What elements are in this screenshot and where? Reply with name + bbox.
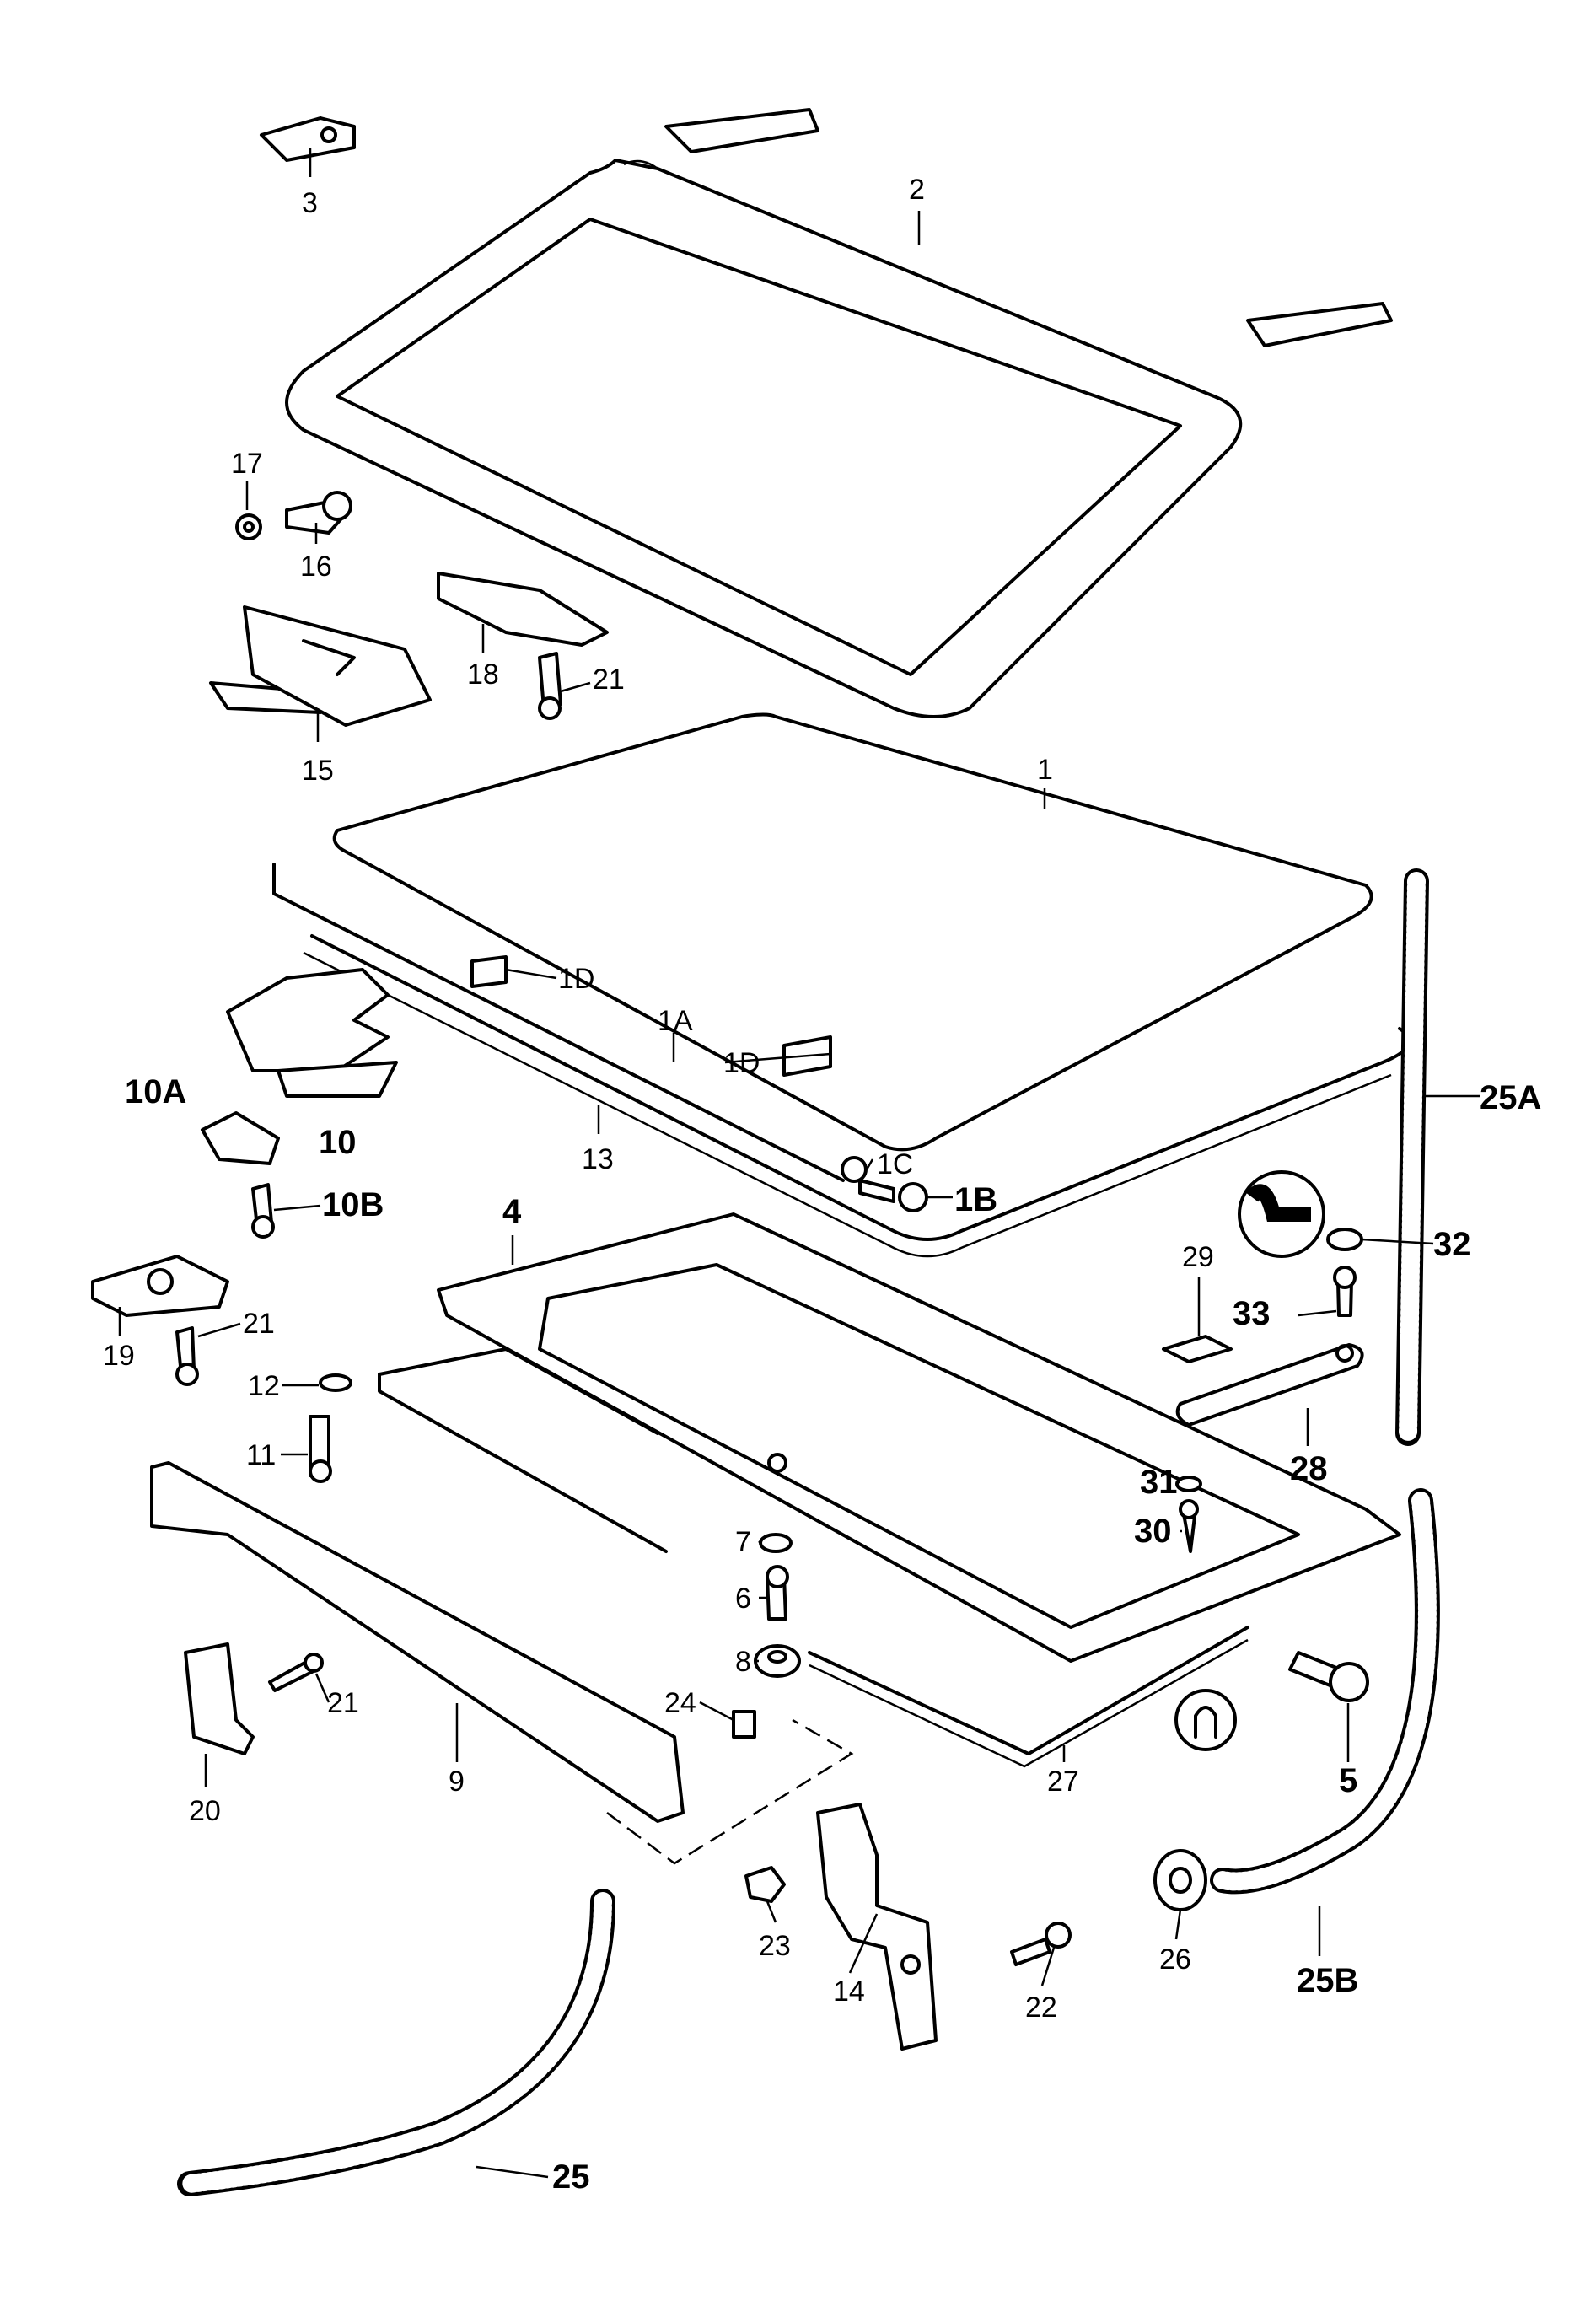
callout-14: 14 [833, 1975, 865, 2008]
callout-labels: 2 3 17 16 18 21 15 1 1D 1A 1D 10A 10 13 … [103, 174, 1541, 2196]
part-27-cable [808, 1626, 1249, 1768]
part-33-screw [1333, 1266, 1357, 1317]
callout-26: 26 [1159, 1943, 1191, 1975]
callout-17: 17 [231, 448, 263, 480]
callout-30: 30 [1134, 1513, 1172, 1550]
part-1C-washer [841, 1156, 868, 1183]
callout-1A: 1A [658, 1005, 693, 1037]
callout-25: 25 [552, 2158, 590, 2196]
callout-1D: 1D [558, 963, 594, 995]
part-26-grommet [1153, 1849, 1207, 1911]
part-21-screw [175, 1326, 199, 1386]
part-10B-screw [251, 1183, 275, 1239]
callout-28: 28 [1290, 1450, 1328, 1487]
callout-4: 4 [502, 1193, 522, 1230]
callout-9: 9 [449, 1766, 465, 1798]
part-25B-drain-hose [1210, 1488, 1440, 1895]
callout-21: 21 [327, 1687, 359, 1719]
callout-19: 19 [103, 1340, 135, 1372]
callout-10B: 10B [322, 1186, 384, 1223]
callout-3: 3 [302, 187, 318, 219]
leader-lines [118, 148, 1480, 2179]
callout-7: 7 [735, 1526, 751, 1558]
callout-27: 27 [1047, 1766, 1079, 1798]
part-23-bolt [744, 1866, 786, 1903]
callout-31: 31 [1140, 1464, 1178, 1501]
part-9-guide-rail [150, 1461, 685, 1823]
callout-32: 32 [1433, 1226, 1471, 1263]
part-4-frame [378, 1212, 1401, 1663]
callout-24: 24 [664, 1687, 696, 1719]
callout-16: 16 [300, 551, 332, 583]
callout-1C: 1C [877, 1148, 913, 1180]
callout-21: 21 [593, 664, 625, 696]
part-14-hinge [816, 1803, 938, 2051]
part-3-clip [260, 116, 356, 162]
part-21-screw [538, 652, 562, 720]
callout-23: 23 [759, 1930, 791, 1962]
part-18-handle [437, 572, 609, 647]
callout-25A: 25A [1480, 1079, 1541, 1116]
part-30-screw [1179, 1499, 1199, 1553]
callout-10: 10 [319, 1124, 357, 1161]
callout-33: 33 [1233, 1295, 1271, 1332]
part-11-screw [309, 1415, 332, 1483]
part-16-screw [285, 491, 352, 535]
part-8-nut [754, 1644, 801, 1678]
part-5-plug [1288, 1651, 1369, 1702]
part-28-bar [1175, 1343, 1364, 1427]
part-2-frame [285, 108, 1393, 718]
dashed-group-outline [606, 1718, 854, 1865]
callout-1D: 1D [723, 1047, 760, 1079]
part-29-pad [1162, 1335, 1233, 1363]
part-21-screw [268, 1653, 324, 1692]
part-19-bracket [91, 1255, 229, 1317]
part-10-hinge [226, 968, 398, 1098]
part-12-washer [319, 1373, 352, 1392]
part-1B-screw [858, 1179, 928, 1212]
part-1-panel [332, 712, 1373, 1152]
part-24-bolt [732, 1710, 756, 1739]
part-10A-bracket [201, 1111, 280, 1165]
part-7-washer [759, 1533, 793, 1553]
part-32-grommet [1326, 1228, 1363, 1251]
callout-10A: 10A [125, 1073, 186, 1110]
callout-15: 15 [302, 755, 334, 787]
callout-20: 20 [189, 1795, 221, 1827]
callout-1: 1 [1037, 754, 1053, 786]
part-6-screw [766, 1565, 789, 1621]
callout-18: 18 [467, 658, 499, 691]
part-15-latch [209, 605, 432, 727]
callout-22: 22 [1025, 1992, 1057, 2024]
callout-12: 12 [248, 1370, 280, 1402]
callout-25B: 25B [1297, 1962, 1358, 1999]
callout-13: 13 [582, 1143, 614, 1175]
callout-1B: 1B [954, 1181, 997, 1218]
callout-21: 21 [243, 1308, 275, 1340]
part-27-detail-icon [1174, 1689, 1237, 1751]
callout-11: 11 [246, 1439, 276, 1471]
callout-2: 2 [909, 174, 925, 206]
callout-5: 5 [1339, 1762, 1357, 1799]
part-22-screw [1010, 1922, 1072, 1966]
callout-6: 6 [735, 1583, 751, 1615]
part-31-washer [1175, 1476, 1202, 1492]
part-25A-drain-hose [1395, 868, 1429, 1446]
part-20-clip [184, 1642, 255, 1755]
callout-29: 29 [1182, 1241, 1214, 1273]
part-17-washer [235, 513, 262, 540]
part-25-drain-hose [177, 1889, 615, 2196]
part-detail-circle-icon [1238, 1170, 1325, 1258]
part-1D-block [470, 955, 508, 988]
callout-8: 8 [735, 1646, 751, 1678]
